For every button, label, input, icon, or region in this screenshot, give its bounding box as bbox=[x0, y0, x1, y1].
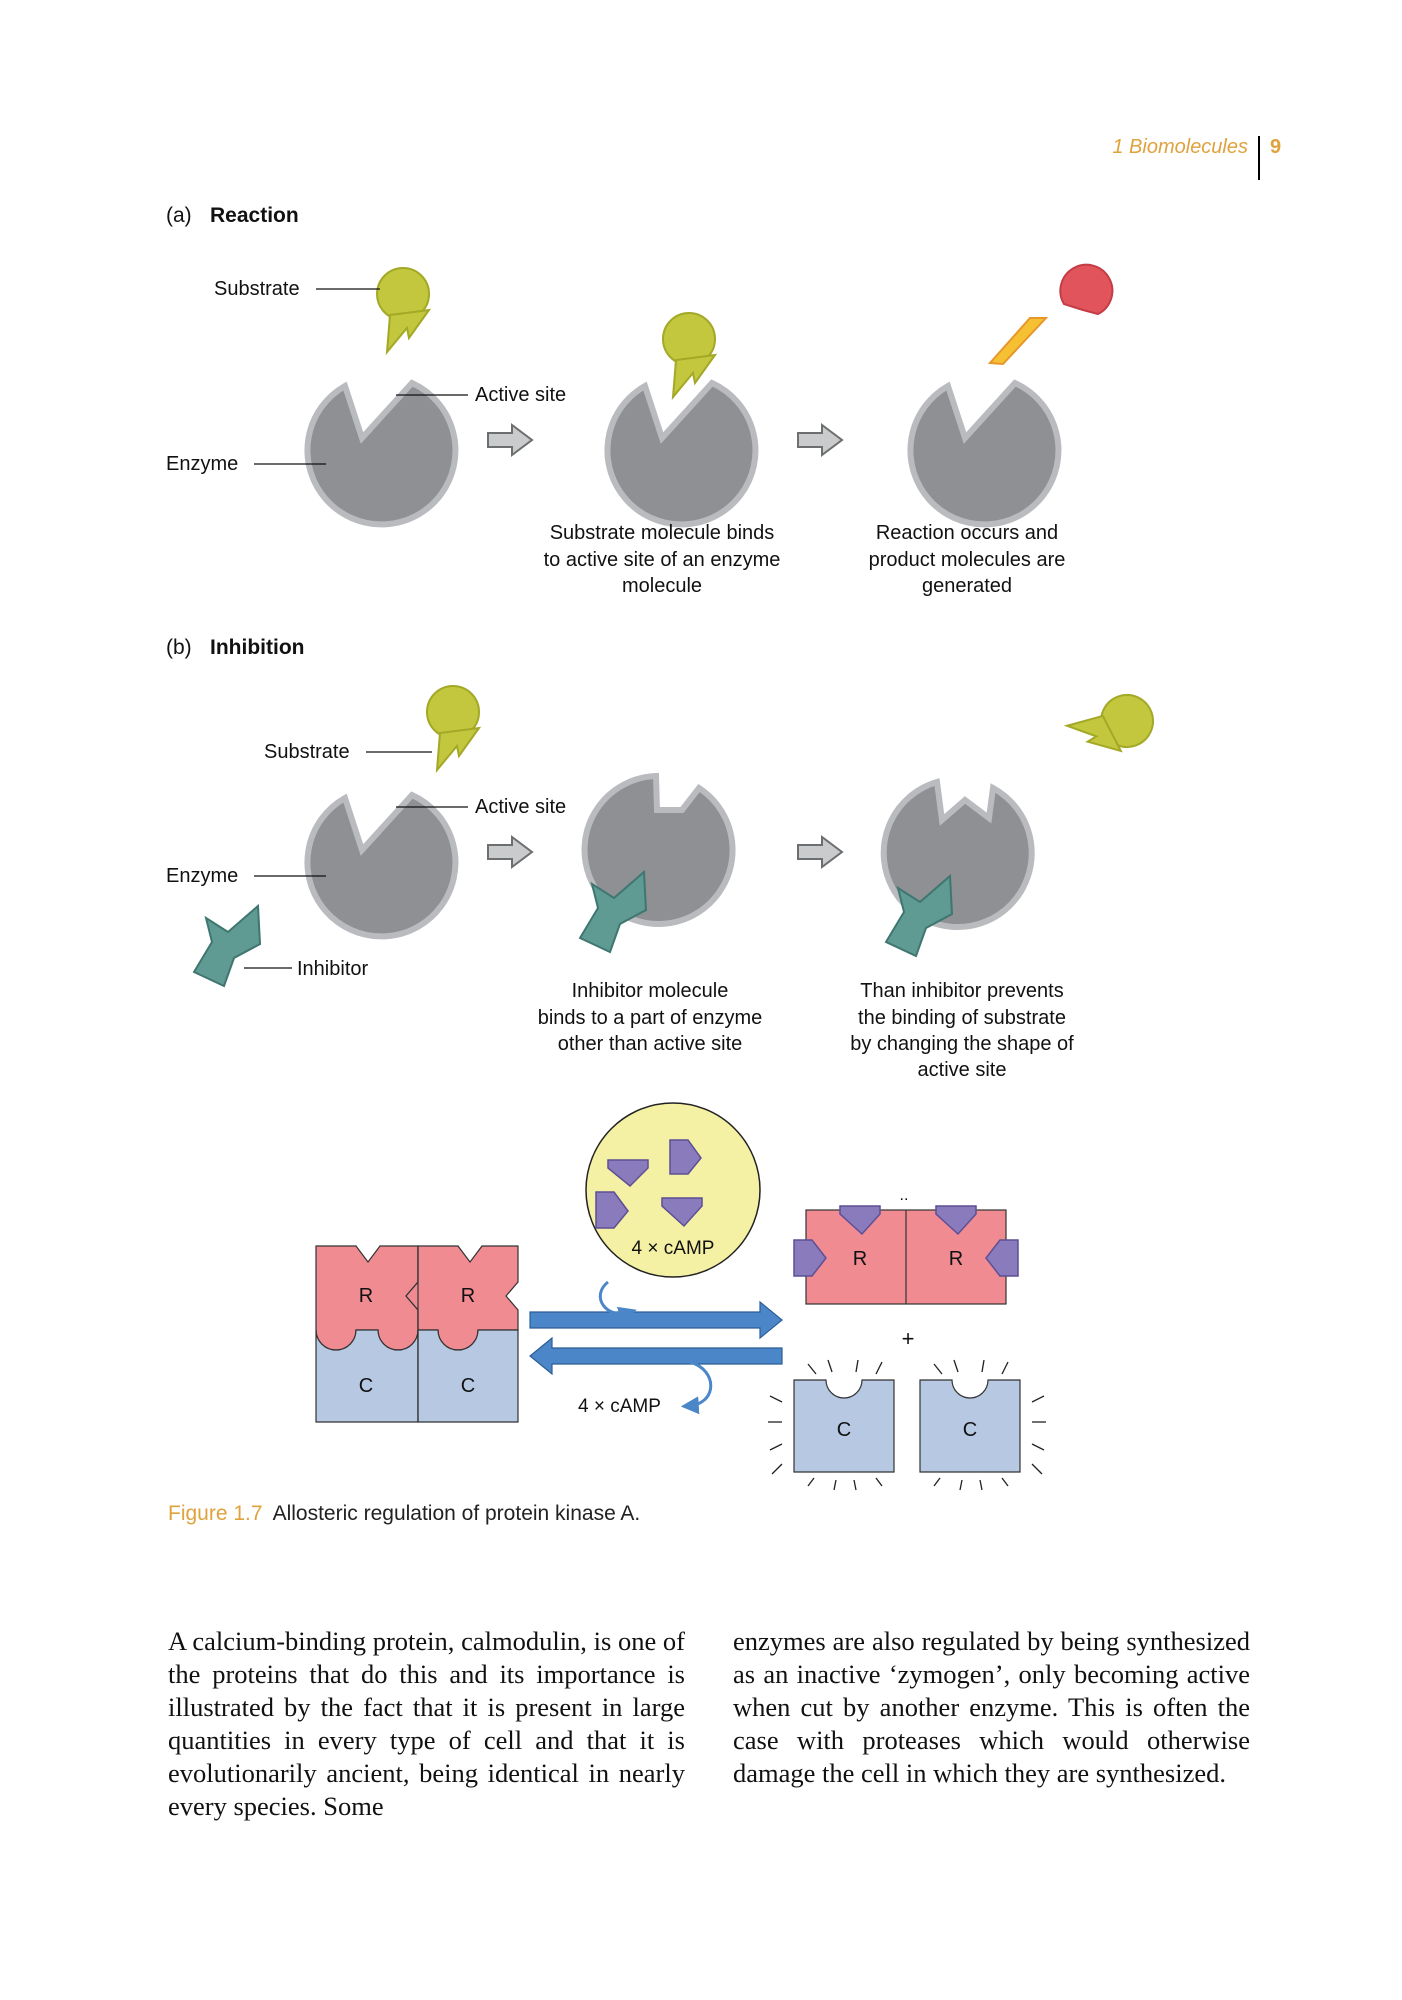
step3-caption: Than inhibitor prevents the binding of s… bbox=[850, 980, 1074, 1081]
step2-caption: Inhibitor molecule binds to a part of en… bbox=[538, 980, 763, 1055]
camp-in-curl bbox=[598, 1280, 637, 1324]
enzyme-shape bbox=[307, 383, 455, 524]
holoenzyme-r2c2 bbox=[315, 1245, 519, 1423]
step2-caption: Substrate molecule binds to active site … bbox=[544, 522, 781, 597]
substrate-shape bbox=[426, 685, 480, 771]
svg-text:Than inhibitor prevents: Than inhibitor prevents bbox=[860, 980, 1063, 1002]
svg-text:binds to a part of enzyme: binds to a part of enzyme bbox=[538, 1007, 763, 1029]
subunit-c: C bbox=[461, 1375, 475, 1397]
camp-wedge bbox=[661, 1197, 703, 1228]
enzyme-substrate-complex bbox=[607, 312, 755, 524]
subunit-r: R bbox=[461, 1285, 475, 1307]
svg-text:Reaction occurs and: Reaction occurs and bbox=[876, 522, 1058, 544]
subunit-c: C bbox=[359, 1375, 373, 1397]
active-site-label: Active site bbox=[475, 384, 566, 406]
enzyme-after-reaction bbox=[910, 383, 1058, 524]
process-arrow bbox=[487, 836, 533, 868]
subunit-r: R bbox=[359, 1285, 373, 1307]
panel-c: 4 × cAMP R R C C 4 × cAMP bbox=[315, 1102, 1046, 1491]
panel-a: (a) Reaction Substrate Active site Enzym… bbox=[166, 204, 1114, 597]
svg-text:molecule: molecule bbox=[622, 575, 702, 597]
enzyme-label: Enzyme bbox=[166, 865, 238, 887]
process-arrow bbox=[797, 836, 843, 868]
figure-1-7: (a) Reaction Substrate Active site Enzym… bbox=[166, 204, 1162, 1491]
process-arrow bbox=[487, 424, 533, 456]
enzyme-changed-shape bbox=[884, 782, 1032, 957]
panel-a-label: (a) bbox=[166, 204, 192, 227]
camp-wedge bbox=[935, 1205, 977, 1236]
inhibitor-label: Inhibitor bbox=[297, 958, 368, 980]
camp-return-label: 4 × cAMP bbox=[578, 1396, 661, 1417]
body-text-right-column: enzymes are also regulated by being synt… bbox=[733, 1626, 1250, 1788]
header-rule bbox=[1258, 136, 1260, 180]
camp-wedge bbox=[669, 1139, 702, 1175]
substrate-label: Substrate bbox=[214, 278, 300, 300]
svg-text:by changing the shape of: by changing the shape of bbox=[850, 1033, 1074, 1055]
svg-text:product molecules are: product molecules are bbox=[869, 549, 1066, 571]
subunit-c: C bbox=[963, 1419, 977, 1441]
subunit-r: R bbox=[949, 1248, 963, 1270]
camp-wedge bbox=[839, 1205, 881, 1236]
figure-caption-text: Allosteric regulation of protein kinase … bbox=[272, 1502, 641, 1525]
panel-b-label: (b) bbox=[166, 636, 192, 659]
enzyme-label: Enzyme bbox=[166, 453, 238, 475]
camp-out-curl bbox=[680, 1360, 713, 1415]
panel-b-title: Inhibition bbox=[210, 636, 304, 659]
figure-label: Figure 1.7 bbox=[168, 1502, 263, 1525]
running-header: 1 Biomolecules 9 bbox=[1080, 136, 1290, 180]
subunit-c: C bbox=[837, 1419, 851, 1441]
substrate-shape bbox=[376, 267, 430, 353]
enzyme-shape bbox=[296, 795, 455, 936]
regulatory-dimer: R R .. bbox=[793, 1187, 1019, 1305]
body-text-left-column: A calcium-binding protein, calmodulin, i… bbox=[168, 1626, 685, 1821]
panel-b: (b) Inhibition Substrate Active site Enz… bbox=[166, 636, 1162, 1081]
inhibitor-shape bbox=[193, 905, 261, 987]
reverse-arrow bbox=[529, 1336, 783, 1376]
svg-text:the binding of substrate: the binding of substrate bbox=[858, 1007, 1066, 1029]
svg-text:Substrate molecule binds: Substrate molecule binds bbox=[550, 522, 775, 544]
panel-a-title: Reaction bbox=[210, 204, 299, 227]
svg-text:to active site of an enzyme: to active site of an enzyme bbox=[544, 549, 781, 571]
svg-text:other than active site: other than active site bbox=[558, 1033, 743, 1055]
catalytic-subunit-free: C bbox=[768, 1359, 895, 1491]
process-arrow bbox=[797, 424, 843, 456]
active-site-label: Active site bbox=[475, 796, 566, 818]
plus-sign: + bbox=[902, 1326, 915, 1351]
camp-wedge bbox=[595, 1191, 629, 1229]
subunit-r: R bbox=[853, 1248, 867, 1270]
camp-bubble-label: 4 × cAMP bbox=[632, 1238, 715, 1259]
svg-text:active site: active site bbox=[918, 1059, 1007, 1081]
page-number: 9 bbox=[1270, 136, 1282, 158]
svg-text:generated: generated bbox=[922, 575, 1012, 597]
forward-arrow bbox=[529, 1300, 783, 1340]
dots: .. bbox=[900, 1187, 909, 1204]
camp-wedge bbox=[793, 1239, 827, 1277]
substrate-rejected bbox=[1062, 686, 1162, 767]
product-pacman bbox=[1059, 263, 1114, 316]
step3-caption: Reaction occurs and product molecules ar… bbox=[869, 522, 1066, 597]
camp-bubble: 4 × cAMP bbox=[585, 1102, 761, 1278]
substrate-label: Substrate bbox=[264, 741, 350, 763]
catalytic-subunit-free: C bbox=[919, 1359, 1046, 1491]
figure-caption: Figure 1.7 Allosteric regulation of prote… bbox=[168, 1502, 640, 1526]
camp-wedge bbox=[985, 1239, 1019, 1277]
product-diamond bbox=[987, 317, 1049, 366]
enzyme-inhibitor-complex bbox=[579, 776, 733, 953]
svg-text:Inhibitor molecule: Inhibitor molecule bbox=[572, 980, 729, 1002]
chapter-title: 1 Biomolecules bbox=[1112, 136, 1248, 158]
camp-wedge bbox=[607, 1159, 649, 1188]
